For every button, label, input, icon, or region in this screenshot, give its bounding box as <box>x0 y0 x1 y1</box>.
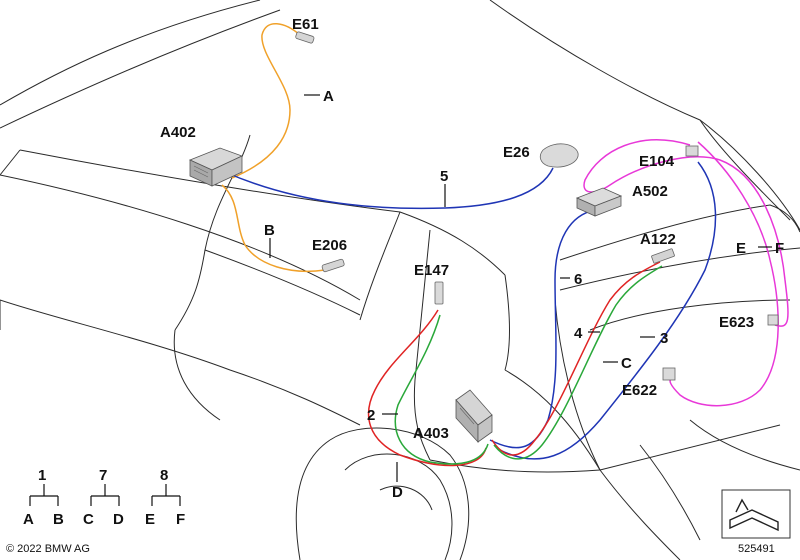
wire-ef-magenta <box>583 139 789 327</box>
label-c: C <box>621 355 632 372</box>
label-a502: A502 <box>632 183 668 200</box>
label-e622: E622 <box>622 382 657 399</box>
wire-4-red <box>491 261 661 456</box>
label-4: 4 <box>574 325 583 342</box>
label-e61: E61 <box>292 16 319 33</box>
legend-1-left: A <box>23 511 34 528</box>
wire-5-blue <box>224 167 554 210</box>
image-number: 525491 <box>738 543 775 555</box>
wire-2-green <box>394 314 489 465</box>
a403-unit <box>455 389 493 444</box>
label-e: E <box>736 240 746 257</box>
a402-unit <box>188 147 244 187</box>
label-e623: E623 <box>719 314 754 331</box>
a502-unit <box>575 187 623 217</box>
legend-1-parent: 1 <box>38 467 46 484</box>
e206-connector <box>321 258 345 273</box>
legend: 1 A B 7 C D 8 E F <box>23 467 185 528</box>
wire-a-orange <box>231 23 301 179</box>
label-a: A <box>323 88 334 105</box>
legend-8-left: E <box>145 511 155 528</box>
label-d: D <box>392 484 403 501</box>
label-e206: E206 <box>312 237 347 254</box>
legend-1-right: B <box>53 511 64 528</box>
legend-group-7: 7 C D <box>83 467 124 528</box>
label-e104: E104 <box>639 153 675 170</box>
wire-3-blue <box>499 161 717 460</box>
legend-7-right: D <box>113 511 124 528</box>
leader-lines <box>269 94 772 482</box>
label-f: F <box>775 240 784 257</box>
direction-icon <box>721 489 791 539</box>
legend-7-left: C <box>83 511 94 528</box>
e622-connector <box>662 367 676 381</box>
e104-connector <box>685 145 699 157</box>
legend-group-8: 8 E F <box>145 467 185 528</box>
label-3: 3 <box>660 330 668 347</box>
label-e147: E147 <box>414 262 449 279</box>
label-a402: A402 <box>160 124 196 141</box>
copyright-text: © 2022 BMW AG <box>6 543 90 555</box>
legend-7-parent: 7 <box>99 467 107 484</box>
wire-6-blue <box>489 209 596 449</box>
label-6: 6 <box>574 271 582 288</box>
e623-connector <box>767 314 779 326</box>
legend-8-parent: 8 <box>160 467 168 484</box>
label-a403: A403 <box>413 425 449 442</box>
wire-2-red <box>367 309 487 467</box>
wire-harnesses <box>221 23 789 467</box>
e147-connector <box>434 281 444 305</box>
legend-group-1: 1 A B <box>23 467 64 528</box>
label-e26: E26 <box>503 144 530 161</box>
label-2: 2 <box>367 407 375 424</box>
e61-connector <box>295 31 315 44</box>
a122-connector <box>651 248 675 264</box>
wire-b-orange <box>221 184 326 272</box>
wire-e-magenta <box>669 141 779 407</box>
legend-8-right: F <box>176 511 185 528</box>
component-labels: E61 A A402 B E206 5 E26 E104 A502 A122 6… <box>160 16 784 501</box>
label-a122: A122 <box>640 231 676 248</box>
label-b: B <box>264 222 275 239</box>
label-5: 5 <box>440 168 448 185</box>
e26-lamp <box>539 143 579 168</box>
wire-4-green <box>493 265 663 460</box>
components <box>188 31 779 444</box>
